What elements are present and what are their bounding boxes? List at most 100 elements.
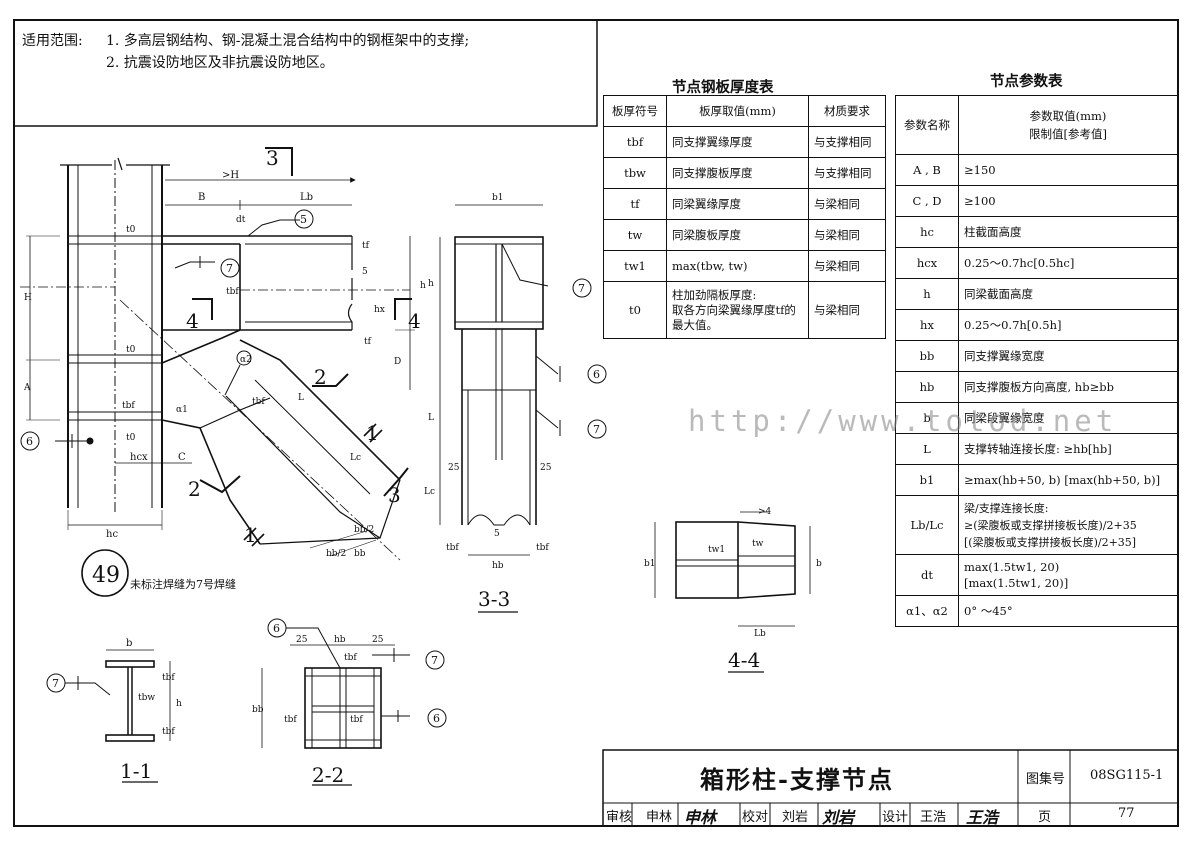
- scope-label: 适用范围:: [22, 33, 83, 49]
- dim-C: C: [178, 452, 186, 463]
- plate-val-line: 最大值。: [672, 317, 718, 332]
- weld-7-upper: 7: [226, 262, 233, 275]
- reviewer-name: 申林: [646, 810, 673, 825]
- param-val-line: max(1.5tw1, 20): [964, 560, 1060, 574]
- section-3-3: [439, 204, 607, 613]
- s22-hb: hb: [334, 635, 346, 645]
- table-row: dt max(1.5tw1, 20) [max(1.5tw1, 20)]: [895, 554, 1178, 596]
- plate-sym: tw1: [603, 250, 667, 282]
- dim-A: A: [23, 383, 31, 393]
- plate-val-line: 取各方向梁翼缘厚度tf的: [672, 302, 796, 317]
- param-name: dt: [895, 554, 959, 596]
- plate-table-header: 板厚符号 板厚取值(mm) 材质要求: [603, 95, 886, 127]
- param-name: hc: [895, 216, 959, 248]
- label-5: 5: [362, 267, 368, 277]
- dim-bb: bb: [354, 549, 366, 559]
- section-1-1-label: 1-1: [120, 759, 152, 783]
- s22-weld-7: 7: [431, 654, 438, 667]
- scope-line-2: 2. 抗震设防地区及非抗震设防地区。: [106, 55, 334, 71]
- param-val-line: [(梁腹板或支撑拼接板长度)/2+35]: [964, 535, 1137, 549]
- plate-sym: tf: [603, 188, 667, 220]
- s22-25-left: 25: [296, 635, 308, 645]
- dim-hx: hx: [374, 305, 385, 315]
- section-4-4: [654, 511, 811, 673]
- s22-weld-6: 6: [433, 712, 440, 725]
- plate-header-mat: 材质要求: [808, 95, 886, 127]
- dim-hcx: hcx: [130, 452, 148, 463]
- s33-weld-7-bottom: 7: [593, 423, 600, 436]
- s33-25-left: 25: [448, 463, 460, 473]
- label-tf-lower: tf: [364, 337, 372, 347]
- atlas-number: 08SG115-1: [1090, 768, 1164, 783]
- label-tbf-brace: tbf: [252, 397, 265, 407]
- plate-val: 柱加劲隔板厚度: 取各方向梁翼缘厚度tf的 最大值。: [666, 281, 809, 339]
- dim-L-brace: L: [298, 393, 304, 403]
- page-number: 77: [1118, 806, 1135, 821]
- dim-hc: hc: [106, 529, 118, 540]
- label-a1: α1: [176, 405, 188, 415]
- plate-sym: t0: [603, 281, 667, 339]
- s22-bb: bb: [252, 705, 264, 715]
- param-name: A , B: [895, 154, 959, 186]
- weld-6-col: 6: [26, 435, 33, 448]
- s33-hb: hb: [492, 561, 504, 571]
- s11-tbf-top: tbf: [162, 673, 175, 683]
- param-val: max(1.5tw1, 20) [max(1.5tw1, 20)]: [958, 554, 1178, 596]
- param-table-header: 参数名称 参数取值(mm) 限制值[参考值]: [895, 95, 1178, 155]
- param-table-title: 节点参数表: [990, 73, 1063, 90]
- table-row: tw 同梁腹板厚度 与梁相同: [603, 219, 886, 251]
- s44-gt4: >4: [758, 507, 772, 517]
- param-name: hb: [895, 371, 959, 403]
- checker-name: 刘岩: [782, 810, 809, 825]
- s33-5: 5: [494, 529, 500, 539]
- label-t0-upper: t0: [126, 225, 136, 235]
- cut-label-4-left: 4: [186, 309, 199, 333]
- cut-label-1-right: 1: [366, 421, 379, 445]
- s22-25-right: 25: [372, 635, 384, 645]
- reviewer-signature: 申林: [684, 808, 717, 827]
- param-val-line: ≥(梁腹板或支撑拼接板长度)/2+35: [964, 518, 1137, 532]
- watermark: http://www.totod.net: [688, 404, 1118, 438]
- param-val: 同梁截面高度: [958, 278, 1178, 310]
- s33-weld-7-top: 7: [578, 282, 585, 295]
- plate-table-title: 节点钢板厚度表: [672, 79, 774, 96]
- plate-mat: 与支撑相同: [808, 157, 886, 189]
- weld-note: 未标注焊缝为7号焊缝: [130, 577, 236, 591]
- cut-label-2-right: 2: [314, 365, 327, 389]
- table-row: tbw 同支撑腹板厚度 与支撑相同: [603, 157, 886, 189]
- dim-D: D: [394, 357, 401, 367]
- param-name: Lb/Lc: [895, 495, 959, 555]
- cut-label-2-left: 2: [188, 477, 201, 501]
- dim-H: >H: [222, 170, 239, 181]
- param-val: 同支撑翼缘宽度: [958, 340, 1178, 372]
- s44-b1: b1: [644, 559, 656, 569]
- label-t0-mid: t0: [126, 345, 136, 355]
- plate-val-line: 柱加劲隔板厚度:: [672, 287, 757, 302]
- plate-val: 同梁腹板厚度: [666, 219, 809, 251]
- plate-val: 同梁翼缘厚度: [666, 188, 809, 220]
- dim-H-vert: H: [24, 293, 32, 303]
- table-row: tw1 max(tbw, tw) 与梁相同: [603, 250, 886, 282]
- cut-label-3-top: 3: [266, 146, 279, 170]
- plate-mat: 与梁相同: [808, 188, 886, 220]
- param-val: ≥150: [958, 154, 1178, 186]
- s11-b: b: [126, 638, 132, 649]
- param-val: ≥max(hb+50, b) [max(hb+50, b)]: [958, 464, 1178, 496]
- dim-dt: dt: [236, 215, 246, 225]
- param-name: b: [895, 402, 959, 434]
- s22-weld-6-top: 6: [273, 622, 280, 635]
- param-val: 柱截面高度: [958, 216, 1178, 248]
- label-a2: α2: [240, 355, 252, 365]
- cut-label-3-right: 3: [388, 483, 401, 507]
- table-row: A , B≥150: [895, 154, 1178, 186]
- s33-tbf-left: tbf: [446, 543, 459, 553]
- s33-tbf-right: tbf: [536, 543, 549, 553]
